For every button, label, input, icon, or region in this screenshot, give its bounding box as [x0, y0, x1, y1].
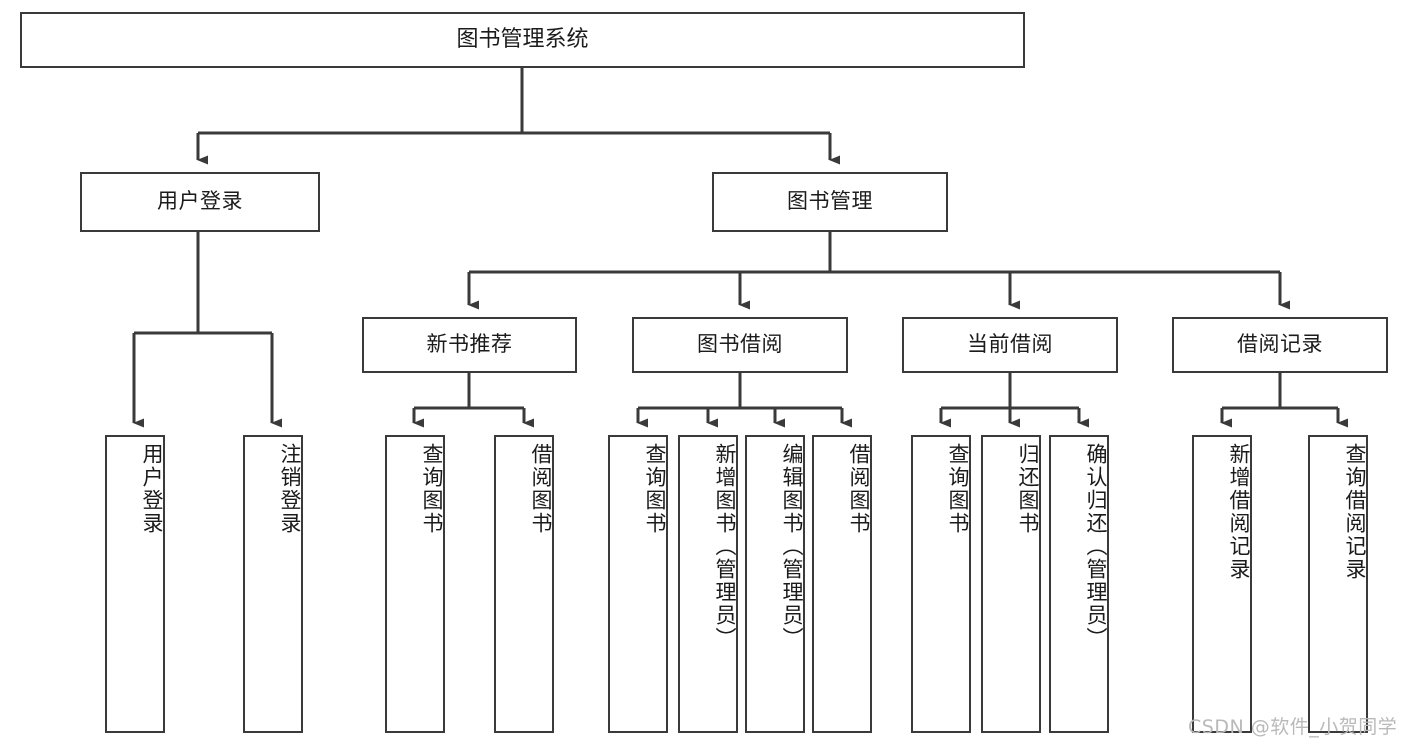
leaf-add-record[interactable]: 新增借阅记录	[1192, 435, 1252, 733]
leaf-query-book-3[interactable]: 查询图书	[911, 435, 971, 733]
leaf-query-book-2[interactable]: 查询图书	[608, 435, 668, 733]
watermark-text: CSDN @软件_小贺同学	[1188, 716, 1398, 738]
leaf-confirm-return[interactable]: 确认归还（管理员）	[1049, 435, 1109, 733]
leaf-borrow-book-2[interactable]: 借阅图书	[812, 435, 872, 733]
node-current-borrow[interactable]: 当前借阅	[902, 317, 1118, 373]
node-book-management[interactable]: 图书管理	[712, 172, 948, 232]
leaf-query-record[interactable]: 查询借阅记录	[1308, 435, 1368, 733]
leaf-logout-login[interactable]: 注销登录	[243, 435, 303, 733]
leaf-borrow-book-1[interactable]: 借阅图书	[494, 435, 554, 733]
leaf-add-book[interactable]: 新增图书（管理员）	[678, 435, 738, 733]
leaf-user-login[interactable]: 用户登录	[105, 435, 165, 733]
node-root[interactable]: 图书管理系统	[20, 12, 1025, 68]
node-book-borrow[interactable]: 图书借阅	[632, 317, 848, 373]
leaf-edit-book[interactable]: 编辑图书（管理员）	[745, 435, 805, 733]
node-user-login[interactable]: 用户登录	[80, 172, 320, 232]
node-new-book-recommend[interactable]: 新书推荐	[362, 317, 577, 373]
leaf-return-book[interactable]: 归还图书	[981, 435, 1041, 733]
leaf-query-book-1[interactable]: 查询图书	[385, 435, 445, 733]
node-borrow-record[interactable]: 借阅记录	[1172, 317, 1388, 373]
